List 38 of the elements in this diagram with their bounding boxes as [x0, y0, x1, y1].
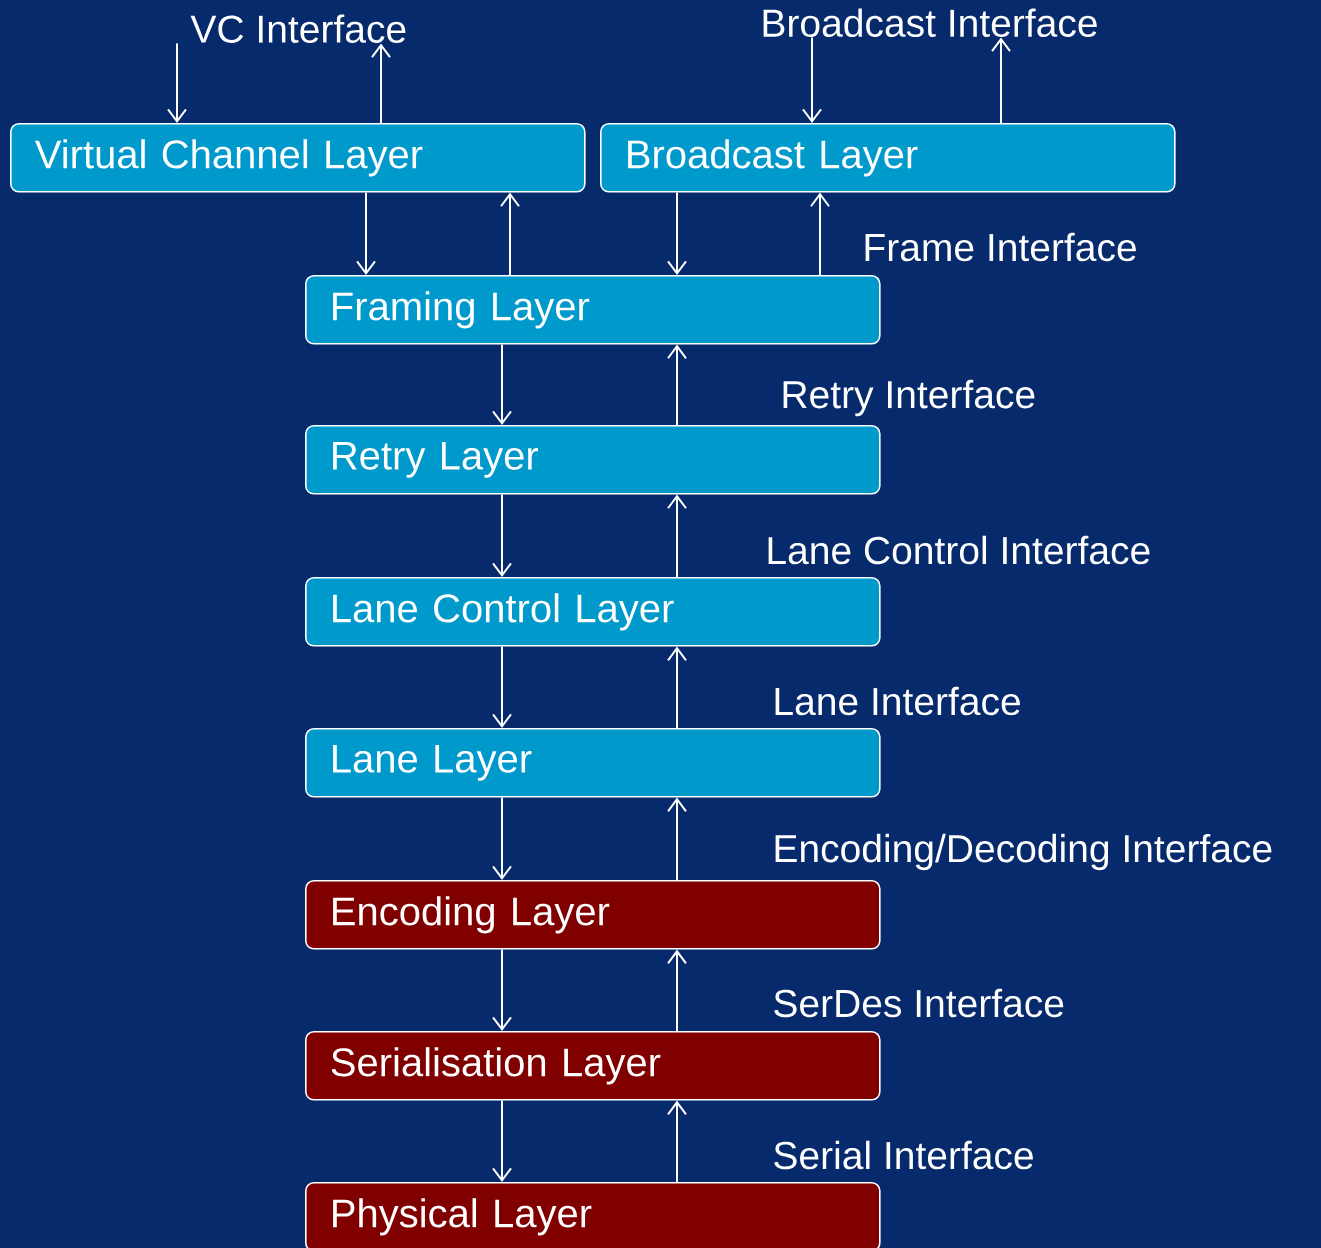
interface-label: Broadcast Interface [763, 8, 1097, 38]
arrow [492, 493, 512, 577]
arrow [667, 191, 687, 275]
arrow [667, 344, 687, 426]
arrow [500, 192, 520, 276]
arrow [167, 42, 187, 123]
layer-box: Serialisation Layer [305, 1031, 881, 1101]
arrow [802, 36, 822, 123]
arrow [492, 948, 512, 1031]
arrow [667, 646, 687, 729]
arrow [991, 37, 1011, 124]
layer-box: Virtual Channel Layer [10, 123, 586, 193]
arrow [667, 797, 687, 881]
arrow [356, 191, 376, 275]
interface-label: Frame Interface [865, 232, 1136, 262]
arrow [371, 43, 391, 124]
arrow [667, 1100, 687, 1183]
arrow [667, 494, 687, 578]
arrow [492, 343, 512, 425]
layer-box: Retry Layer [305, 425, 881, 495]
arrow [810, 192, 830, 276]
arrow [667, 949, 687, 1032]
interface-label: Encoding/Decoding Interface [775, 833, 1272, 871]
interface-label: SerDes Interface [774, 988, 1064, 1018]
layer-box: Broadcast Layer [600, 123, 1176, 193]
arrow [492, 645, 512, 728]
interface-label: Serial Interface [774, 1140, 1033, 1170]
layer-box: Lane Control Layer [305, 577, 881, 647]
arrow [492, 1099, 512, 1182]
interface-label: VC Interface [190, 14, 406, 43]
layer-box: Physical Layer [305, 1182, 881, 1248]
layer-box: Encoding Layer [305, 880, 881, 950]
interface-label: Lane Control Interface [768, 535, 1150, 565]
interface-label: Lane Interface [775, 686, 1020, 716]
layer-box: Framing Layer [305, 275, 881, 345]
arrow [492, 796, 512, 880]
layer-box: Lane Layer [305, 728, 881, 798]
interface-label: Retry Interface [783, 379, 1035, 417]
